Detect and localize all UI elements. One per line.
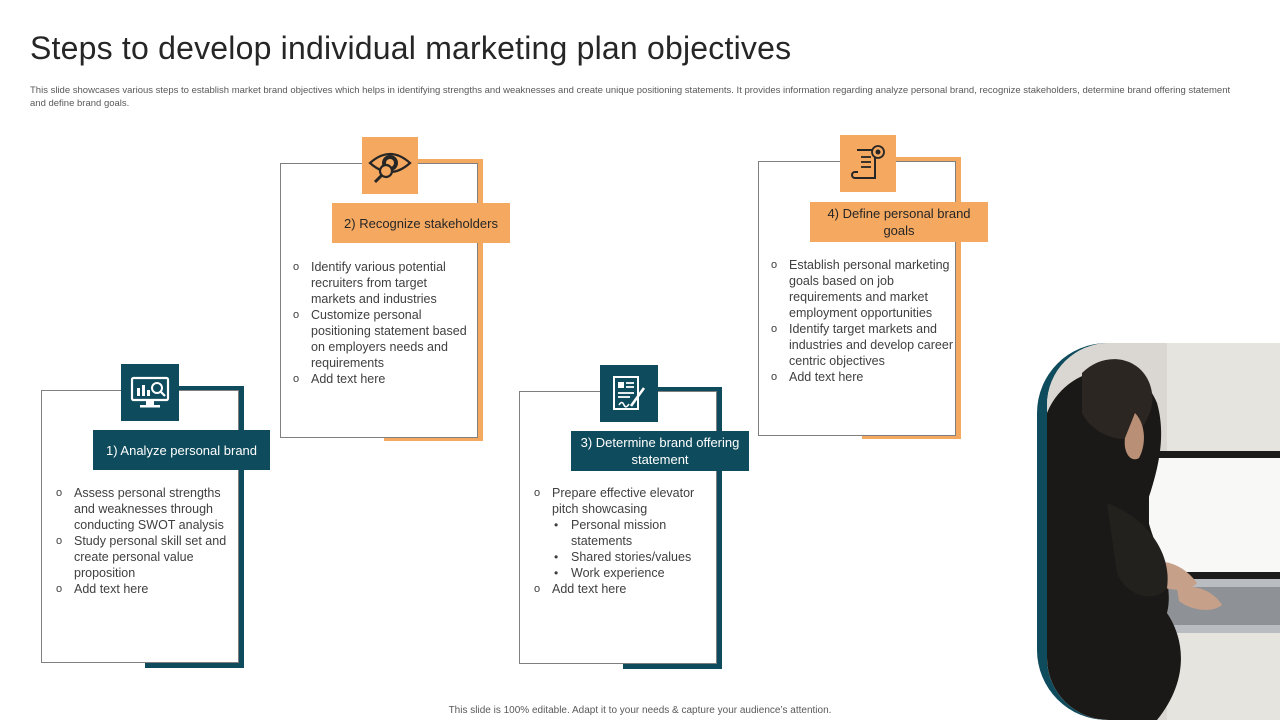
footer-note: This slide is 100% editable. Adapt it to… (448, 705, 832, 716)
step-bullet-list: Identify various potential recruiters fr… (292, 259, 472, 387)
scroll-target-icon (840, 135, 896, 192)
step-card-define: 4) Define personal brand goals Establish… (758, 135, 988, 439)
document-signature-icon (600, 365, 658, 422)
list-item: Assess personal strengths and weaknesses… (55, 485, 235, 533)
list-item: Add text here (55, 581, 235, 597)
list-item: Work experience (533, 565, 713, 581)
step-card-determine: 3) Determine brand offering statement Pr… (519, 365, 749, 669)
step-label: 1) Analyze personal brand (93, 430, 270, 470)
step-card-recognize: 2) Recognize stakeholders Identify vario… (280, 137, 510, 441)
list-item: Add text here (292, 371, 472, 387)
list-item: Add text here (533, 581, 713, 597)
step-label: 3) Determine brand offering statement (571, 431, 749, 471)
step-label: 2) Recognize stakeholders (332, 203, 510, 243)
list-item: Study personal skill set and create pers… (55, 533, 235, 581)
person-laptop-photo (1037, 343, 1280, 720)
step-bullet-list: Assess personal strengths and weaknesses… (55, 485, 235, 597)
photo-scene (1047, 343, 1280, 720)
step-bullet-list: Prepare effective elevator pitch showcas… (533, 485, 713, 597)
list-item: Shared stories/values (533, 549, 713, 565)
monitor-analytics-icon (121, 364, 179, 421)
slide-description: This slide showcases various steps to es… (30, 85, 1231, 109)
page-title: Steps to develop individual marketing pl… (30, 30, 792, 66)
step-bullet-list: Establish personal marketing goals based… (770, 257, 953, 385)
list-item: Personal mission statements (533, 517, 713, 549)
list-item: Add text here (770, 369, 953, 385)
list-item: Identify target markets and industries a… (770, 321, 953, 369)
step-label: 4) Define personal brand goals (810, 202, 988, 242)
list-item: Establish personal marketing goals based… (770, 257, 953, 321)
list-item: Customize personal positioning statement… (292, 307, 472, 371)
list-item: Identify various potential recruiters fr… (292, 259, 472, 307)
step-card-analyze: 1) Analyze personal brand Assess persona… (41, 364, 270, 668)
list-item: Prepare effective elevator pitch showcas… (533, 485, 713, 517)
eye-search-icon (362, 137, 418, 194)
